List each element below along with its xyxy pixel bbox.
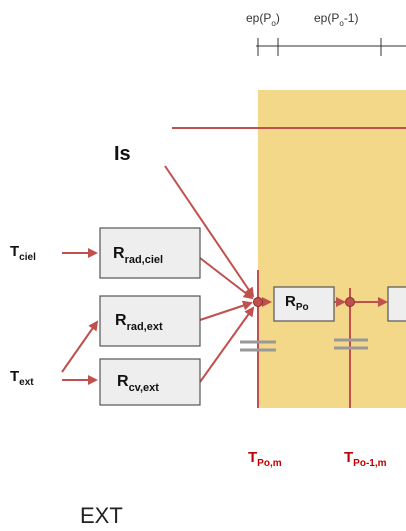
box-r-next bbox=[387, 286, 406, 322]
label-t-ciel: Tciel bbox=[10, 243, 36, 263]
label-r-po: RPo bbox=[285, 293, 309, 313]
label-r-rad-ext: Rrad,ext bbox=[115, 312, 163, 333]
box-r-cv-ext bbox=[99, 358, 201, 406]
arrow-text-rad bbox=[61, 320, 99, 373]
box-r-rad-ext bbox=[99, 295, 201, 347]
label-t-ext: Text bbox=[10, 368, 34, 388]
arrow-rad-ext-node bbox=[199, 300, 253, 321]
label-t-po-1-m: TPo-1,m bbox=[344, 449, 387, 469]
label-r-cv-ext: Rcv,ext bbox=[117, 373, 159, 394]
label-r-rad-ciel: Rrad,ciel bbox=[113, 245, 163, 266]
node-inner bbox=[345, 297, 355, 307]
capacitor-surface bbox=[240, 340, 276, 352]
box-r-po bbox=[273, 286, 335, 322]
capacitor-inner bbox=[334, 338, 368, 350]
label-ep-po: ep(Po) bbox=[246, 11, 280, 28]
label-is: Is bbox=[114, 143, 131, 165]
label-ext: EXT bbox=[80, 503, 123, 528]
label-t-po-m: TPo,m bbox=[248, 449, 282, 469]
box-r-rad-ciel bbox=[99, 227, 201, 279]
arrow-cv-ext-node bbox=[199, 306, 255, 383]
thickness-dimension bbox=[256, 38, 406, 56]
wall-layer bbox=[258, 90, 406, 408]
arrow-rad-ciel-node bbox=[199, 257, 254, 300]
node-surface bbox=[253, 297, 263, 307]
arrow-is-node bbox=[164, 165, 255, 298]
label-ep-po-1: ep(Po-1) bbox=[314, 11, 358, 28]
